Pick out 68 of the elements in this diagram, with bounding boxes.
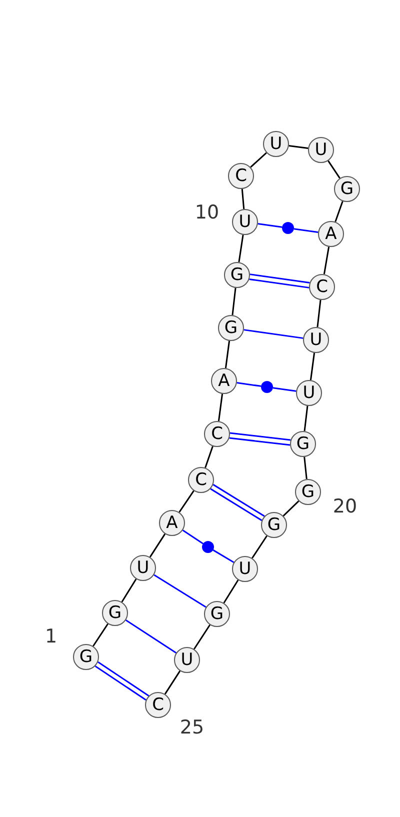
base-pair-line [230, 432, 291, 441]
base-pair-line [212, 549, 234, 563]
base-pair-line [236, 382, 262, 387]
backbone-line [223, 580, 239, 604]
backbone-line [224, 340, 230, 368]
base-letter: U [180, 652, 194, 668]
backbone-line [241, 188, 245, 210]
backbone-line [92, 623, 108, 647]
backbone-line [204, 446, 214, 468]
base-letter: U [302, 384, 316, 402]
backbone-line [282, 500, 300, 516]
backbone-line [164, 670, 181, 694]
backbone-line [149, 534, 166, 558]
base-pair-line [258, 223, 282, 228]
backbone-line [178, 490, 194, 513]
backbone-line [250, 152, 267, 168]
base-pair-line [272, 387, 296, 392]
base-letter: U [310, 332, 322, 348]
base-letter: G [224, 320, 238, 336]
base-letter: G [108, 604, 122, 622]
base-letter: G [340, 180, 354, 198]
backbone-line [304, 406, 308, 432]
backbone-line [193, 624, 211, 650]
base-letter: A [218, 372, 230, 390]
base-pair-line [212, 484, 265, 517]
backbone-line [288, 144, 308, 150]
base-letter: A [325, 226, 337, 242]
position-number: 1 [44, 628, 58, 646]
backbone-line [218, 394, 224, 422]
base-letter: C [235, 168, 247, 184]
base-pair-line [249, 278, 310, 288]
base-letter: G [79, 648, 93, 666]
base-letter: U [238, 560, 252, 578]
base-pair-line [210, 488, 262, 522]
backbone-line [252, 535, 268, 559]
base-letter: U [238, 214, 252, 230]
base-letter: G [296, 436, 310, 452]
base-letter: C [195, 472, 207, 488]
base-pair-line [229, 437, 290, 446]
backbone-line [323, 246, 330, 274]
backbone-line [316, 300, 322, 328]
base-letter: U [270, 136, 282, 152]
base-letter: C [152, 696, 164, 714]
position-number: 20 [332, 498, 358, 516]
position-number: 10 [194, 204, 220, 222]
base-pair-line [294, 228, 318, 233]
base-pair-line [250, 274, 310, 284]
backbone-line [121, 578, 137, 602]
backbone-line [328, 160, 340, 179]
base-letter: A [166, 514, 178, 532]
base-letter: G [210, 606, 224, 622]
base-letter: C [211, 426, 223, 442]
base-pair-line [182, 530, 204, 544]
base-letter: G [301, 484, 315, 500]
base-letter: U [136, 560, 150, 576]
backbone-line [304, 456, 308, 480]
base-letter: C [316, 278, 328, 296]
position-number: 25 [180, 718, 204, 738]
backbone-line [232, 288, 236, 316]
backbone-line [334, 201, 344, 222]
base-pair-line [244, 329, 304, 339]
base-pair-line [125, 619, 177, 654]
base-pair-line [154, 574, 206, 608]
base-letter: G [267, 516, 281, 534]
backbone-line [238, 234, 244, 262]
base-letter: G [230, 266, 244, 284]
backbone-line [310, 352, 316, 380]
base-letter: U [314, 142, 328, 158]
